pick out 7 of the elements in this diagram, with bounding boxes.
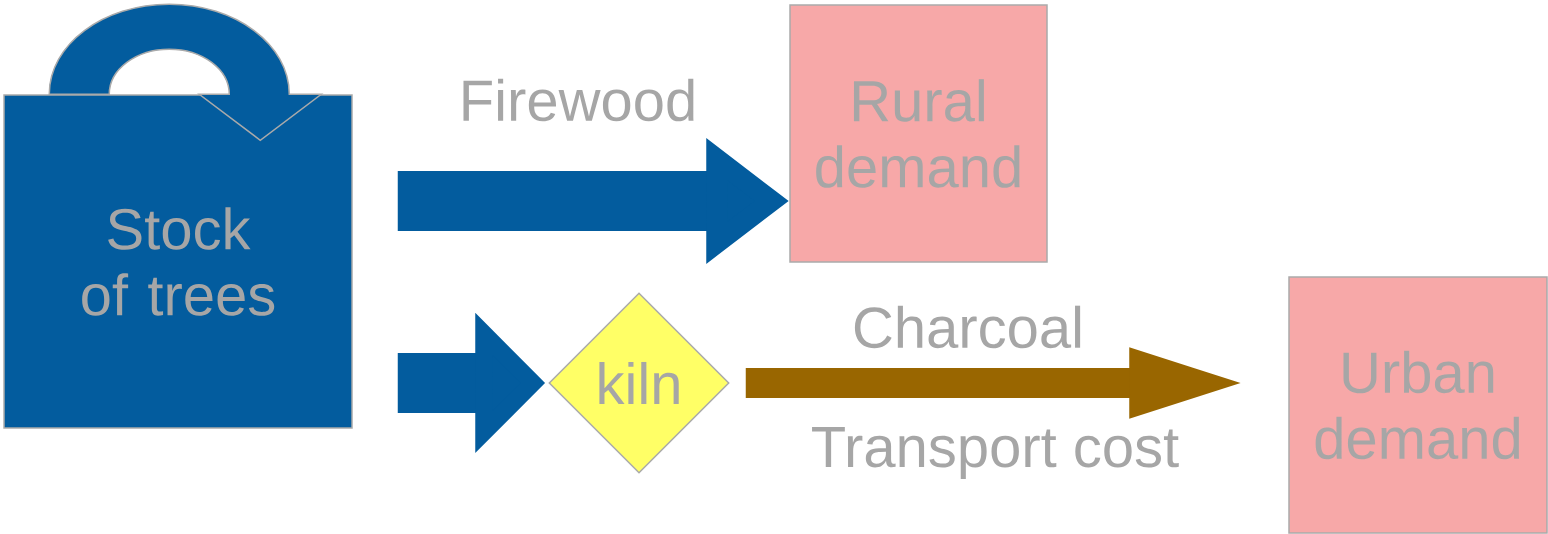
stock-box: Stock of trees	[3, 94, 353, 429]
cost-label: Transport cost	[812, 427, 1179, 479]
edge-label: Firewood	[463, 78, 694, 122]
demand-box: Rural demand	[789, 4, 1048, 263]
loop-arrow	[48, 3, 322, 141]
edge-label: Charcoal	[854, 305, 1081, 349]
demand-box: Urban demand	[1288, 276, 1548, 534]
